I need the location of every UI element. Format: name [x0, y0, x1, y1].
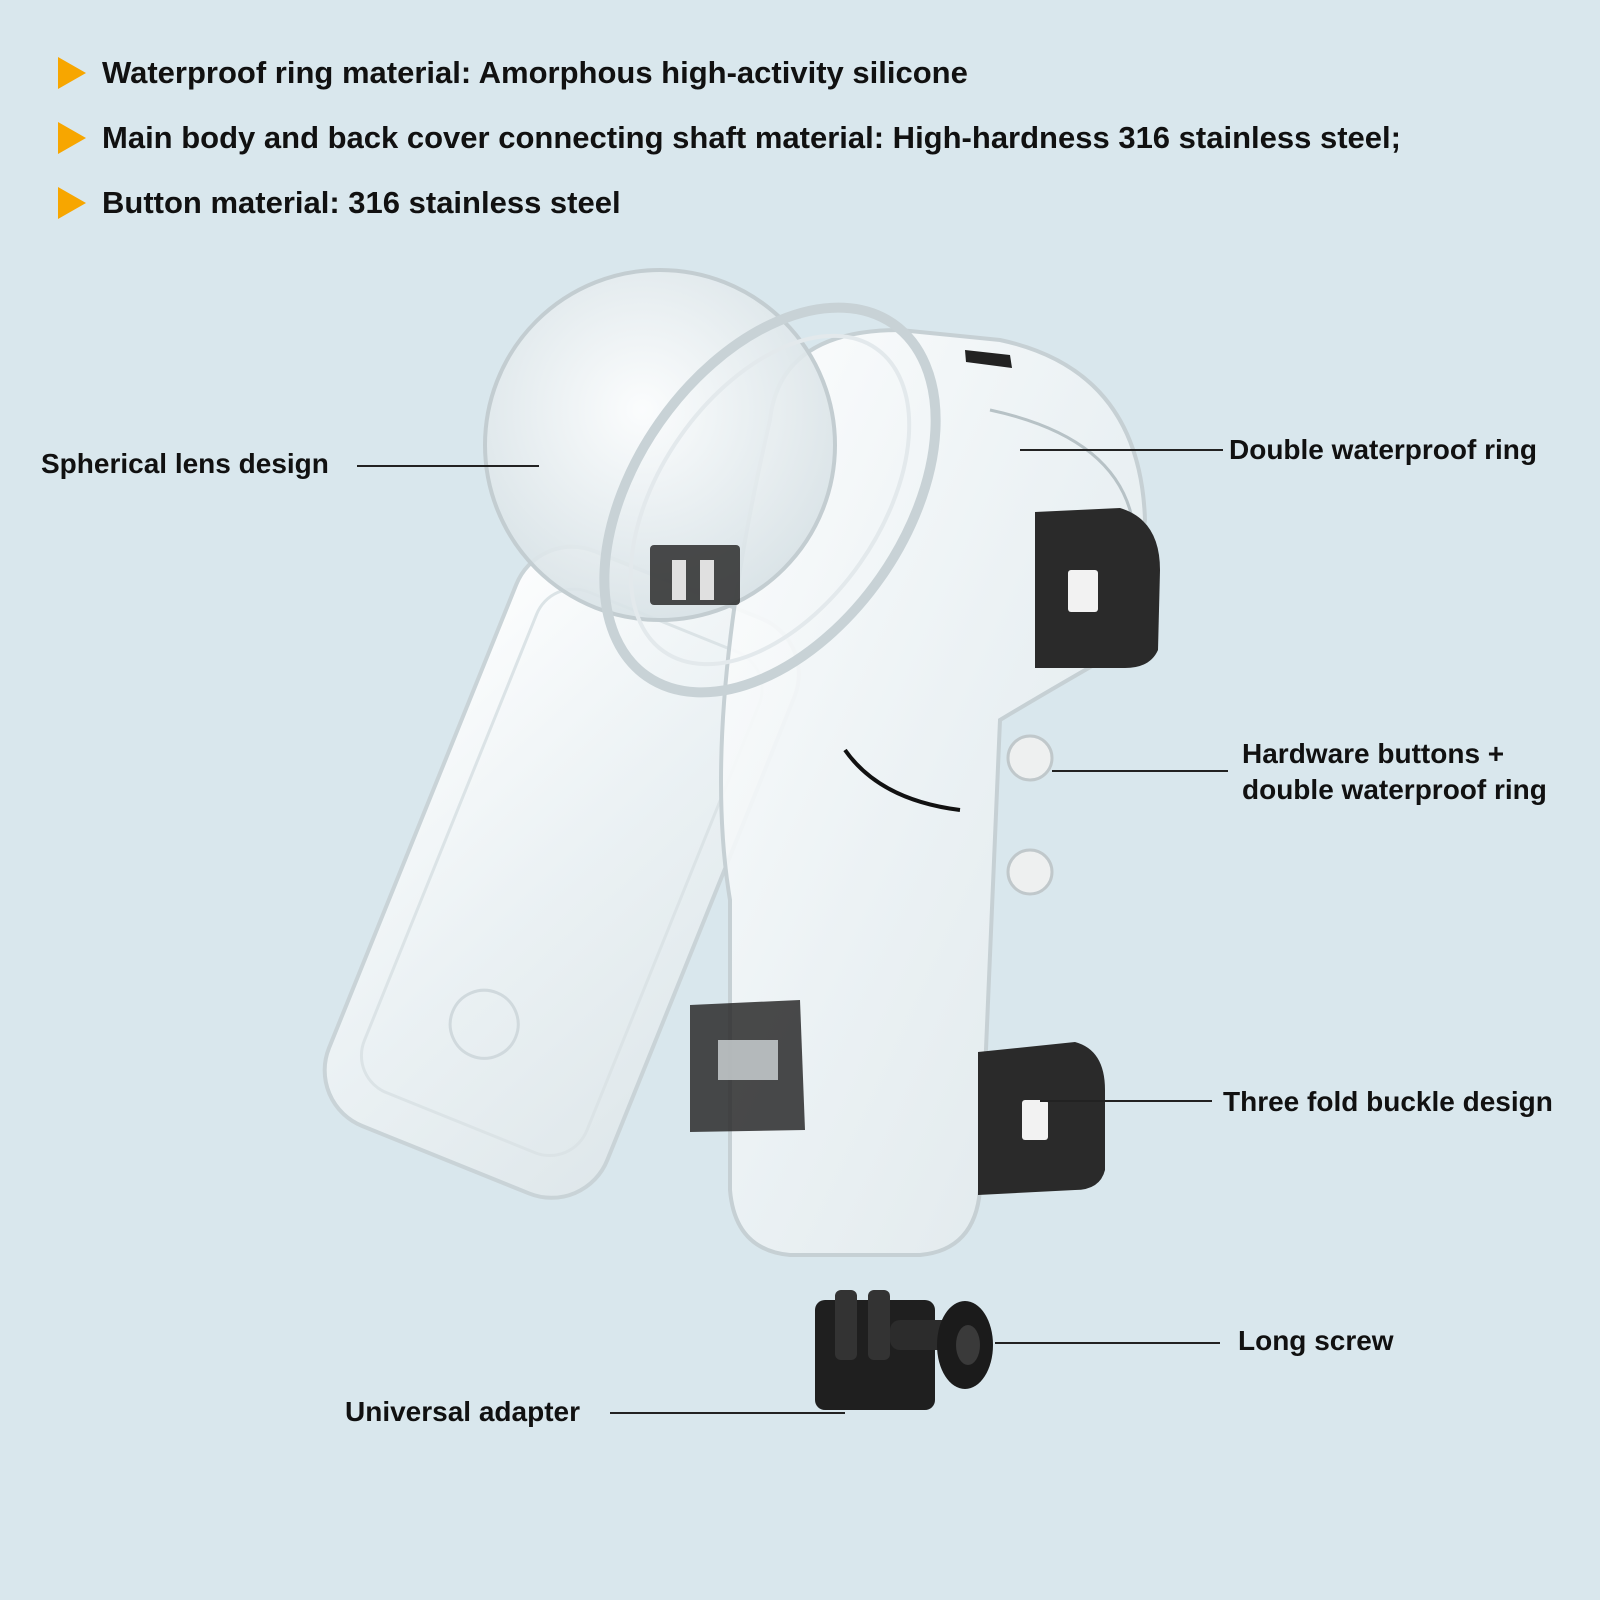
spec-text: Main body and back cover connecting shaf… — [102, 119, 1401, 155]
callout-hardware-buttons-line2: double waterproof ring — [1242, 774, 1547, 805]
spec-item: Button material: 316 stainless steel — [58, 170, 1401, 235]
spec-item: Waterproof ring material: Amorphous high… — [58, 40, 1401, 105]
leader-line — [357, 465, 539, 467]
callout-spherical-lens: Spherical lens design — [41, 448, 329, 479]
long-screw — [890, 1301, 993, 1389]
spec-text: Button material: 316 stainless steel — [102, 184, 621, 220]
bullet-arrow-icon — [58, 121, 86, 154]
leader-line — [1052, 770, 1228, 772]
callout-universal-adapter: Universal adapter — [345, 1396, 580, 1427]
spec-text: Waterproof ring material: Amorphous high… — [102, 54, 968, 90]
lower-buckle — [978, 1042, 1105, 1195]
dome-lens — [483, 268, 941, 698]
leader-line — [995, 1342, 1220, 1344]
callout-hardware-buttons-line1: Hardware buttons + — [1242, 738, 1505, 769]
upper-buckle — [1035, 508, 1160, 668]
bullet-arrow-icon — [58, 56, 86, 89]
spec-list: Waterproof ring material: Amorphous high… — [58, 40, 1401, 235]
leader-line — [610, 1412, 845, 1414]
leader-line — [1040, 1100, 1212, 1102]
callout-long-screw: Long screw — [1238, 1325, 1394, 1356]
hardware-buttons — [1006, 734, 1054, 896]
callout-buckle: Three fold buckle design — [1223, 1086, 1553, 1117]
leader-line — [1020, 449, 1223, 451]
rear-buckle — [690, 1000, 805, 1132]
spec-item: Main body and back cover connecting shaf… — [58, 105, 1401, 170]
callout-double-ring: Double waterproof ring — [1229, 434, 1537, 465]
bullet-arrow-icon — [58, 186, 86, 219]
